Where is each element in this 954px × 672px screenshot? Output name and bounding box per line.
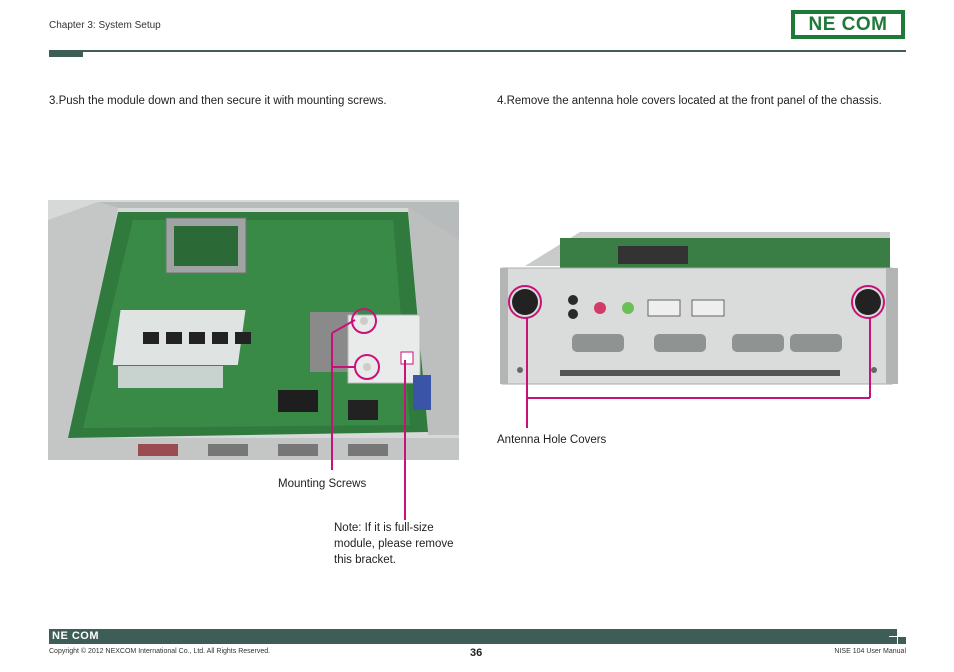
screw-callout-line-2 (331, 319, 356, 334)
footer-logo: NE COM (52, 630, 99, 642)
board-photo (48, 200, 459, 460)
copyright-text: Copyright © 2012 NEXCOM International Co… (49, 648, 271, 655)
footer-bar (49, 629, 889, 644)
chapter-title: Chapter 3: System Setup (49, 20, 161, 31)
front-panel-illustration (500, 228, 902, 390)
manual-title: NISE 104 User Manual (834, 648, 906, 655)
footer-squares-icon (889, 629, 906, 644)
page-number: 36 (470, 647, 483, 659)
antenna-hole-covers-label: Antenna Hole Covers (497, 434, 607, 446)
nexcom-logo: NE COM (791, 10, 905, 39)
mounting-screws-label: Mounting Screws (278, 478, 367, 490)
step-4-text: 4.Remove the antenna hole covers located… (497, 95, 882, 107)
front-panel-photo (500, 228, 902, 390)
header-divider (83, 50, 906, 52)
header-tab (49, 50, 83, 57)
board-photo-illustration (48, 200, 459, 460)
logo-text: NE COM (795, 14, 901, 35)
bracket-note-label: Note: If it is full-size module, please … (334, 522, 454, 566)
step-3-text: 3.Push the module down and then secure i… (49, 95, 387, 107)
